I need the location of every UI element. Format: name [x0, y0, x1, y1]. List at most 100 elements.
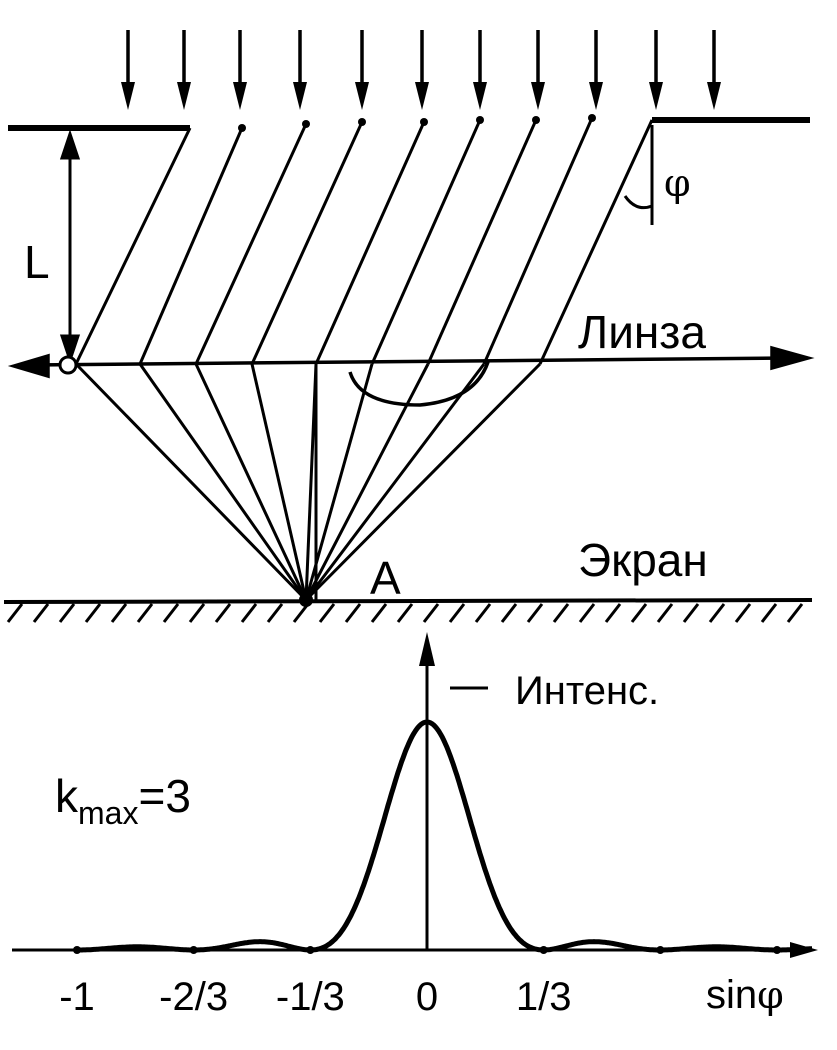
screen-hatch-mark: [214, 603, 232, 623]
x-tick-label: 0: [416, 975, 438, 1019]
slit-point: [238, 124, 246, 132]
screen-hatch-mark: [578, 603, 596, 623]
x-tick-label: -2/3: [159, 975, 228, 1019]
x-tick-label: -1/3: [276, 975, 345, 1019]
screen-hatch-mark: [240, 603, 258, 623]
parallel-ray: [426, 119, 538, 365]
screen-hatch-mark: [136, 603, 154, 623]
kmax-k: k: [55, 770, 79, 822]
parallel-rays: [74, 114, 654, 365]
converging-ray: [250, 363, 308, 601]
minimum-dot: [539, 946, 548, 954]
screen-hatch-mark: [760, 603, 778, 623]
x-tick-label: 1/3: [516, 975, 572, 1019]
parallel-ray: [538, 119, 654, 365]
converging-ray: [194, 363, 308, 601]
x-axis-label-phi: φ: [757, 973, 784, 1017]
screen-hatch-mark: [6, 603, 24, 623]
parallel-ray: [250, 121, 364, 365]
screen-hatch-mark: [188, 603, 206, 623]
kmax-subscript: max: [78, 795, 138, 831]
converging-ray: [74, 362, 308, 602]
converging-ray: [304, 362, 542, 602]
screen-label: Экран: [578, 534, 708, 586]
y-axis-label: Интенс.: [515, 669, 659, 713]
incoming-arrow-head: [473, 82, 487, 110]
parallel-ray: [74, 127, 192, 365]
point-a-label: A: [370, 552, 401, 604]
screen-hatch-mark: [58, 603, 76, 623]
screen-hatch-mark: [786, 603, 804, 623]
screen-hatch-mark: [708, 603, 726, 623]
screen-hatch-mark: [630, 603, 648, 623]
l-label: L: [24, 236, 50, 288]
screen-hatch-mark: [526, 603, 544, 623]
phi-label: φ: [664, 161, 691, 205]
parallel-ray: [314, 121, 426, 365]
screen-hatch-mark: [604, 603, 622, 623]
screen-hatch-mark: [682, 603, 700, 623]
converging-ray: [304, 363, 486, 601]
slit-point: [588, 114, 596, 122]
incoming-arrow-head: [293, 82, 307, 110]
converging-ray: [304, 363, 430, 601]
screen-hatch-mark: [656, 603, 674, 623]
slit-point: [532, 116, 540, 124]
minimum-dot: [306, 946, 315, 954]
incoming-arrow-head: [707, 82, 721, 110]
screen-hatch-mark: [32, 603, 50, 623]
screen-hatch-mark: [396, 603, 414, 623]
screen-hatch-mark: [318, 603, 336, 623]
minima-dots: [73, 946, 781, 954]
l-dimension: [59, 129, 81, 365]
minimum-dot: [189, 946, 198, 954]
x-axis-label-sin: sin: [706, 973, 757, 1017]
screen-hatch-mark: [734, 603, 752, 623]
minimum-dot: [656, 946, 665, 954]
lens-label: Линза: [578, 306, 706, 358]
slit-point: [420, 118, 428, 126]
incoming-arrow-head: [355, 82, 369, 110]
intensity-curve: [75, 719, 814, 953]
parallel-ray: [138, 127, 244, 365]
screen-hatch-mark: [84, 603, 102, 623]
phi-angle-marker: [623, 125, 654, 225]
incoming-arrow-head: [177, 82, 191, 110]
y-axis-arrow: [419, 632, 435, 666]
slit-point: [358, 118, 366, 126]
minimum-dot: [773, 946, 781, 954]
converging-ray: [138, 363, 308, 601]
incoming-arrow-head: [531, 82, 545, 110]
screen-hatch-mark: [266, 603, 284, 623]
screen-hatch-mark: [110, 603, 128, 623]
screen-hatch-mark: [344, 603, 362, 623]
parallel-ray: [370, 119, 482, 365]
kmax-value: =3: [138, 770, 190, 822]
focal-point-a: [299, 593, 313, 607]
incoming-arrow-head: [589, 82, 603, 110]
screen: [3, 598, 813, 623]
screen-hatch-mark: [552, 603, 570, 623]
screen-hatch-mark: [474, 603, 492, 623]
slit-point: [476, 116, 484, 124]
lens-arc: [348, 361, 490, 407]
incoming-light-arrows: [121, 30, 721, 110]
kmax-annotation: kmax=3: [55, 770, 191, 831]
screen-hatch-mark: [500, 603, 518, 623]
screen-hatch-mark: [370, 603, 388, 623]
incoming-arrow-head: [415, 82, 429, 110]
x-axis-label: sinφ: [706, 973, 784, 1017]
lens-axis: [7, 345, 815, 379]
minimum-dot: [73, 946, 81, 954]
slit-point: [302, 120, 310, 128]
incoming-arrow-head: [649, 82, 663, 110]
incoming-arrow-head: [121, 82, 135, 110]
slit-plate: [8, 117, 810, 131]
screen-hatch-mark: [448, 603, 466, 623]
incoming-arrow-head: [233, 82, 247, 110]
converging-ray: [304, 363, 318, 601]
parallel-ray: [194, 123, 308, 365]
